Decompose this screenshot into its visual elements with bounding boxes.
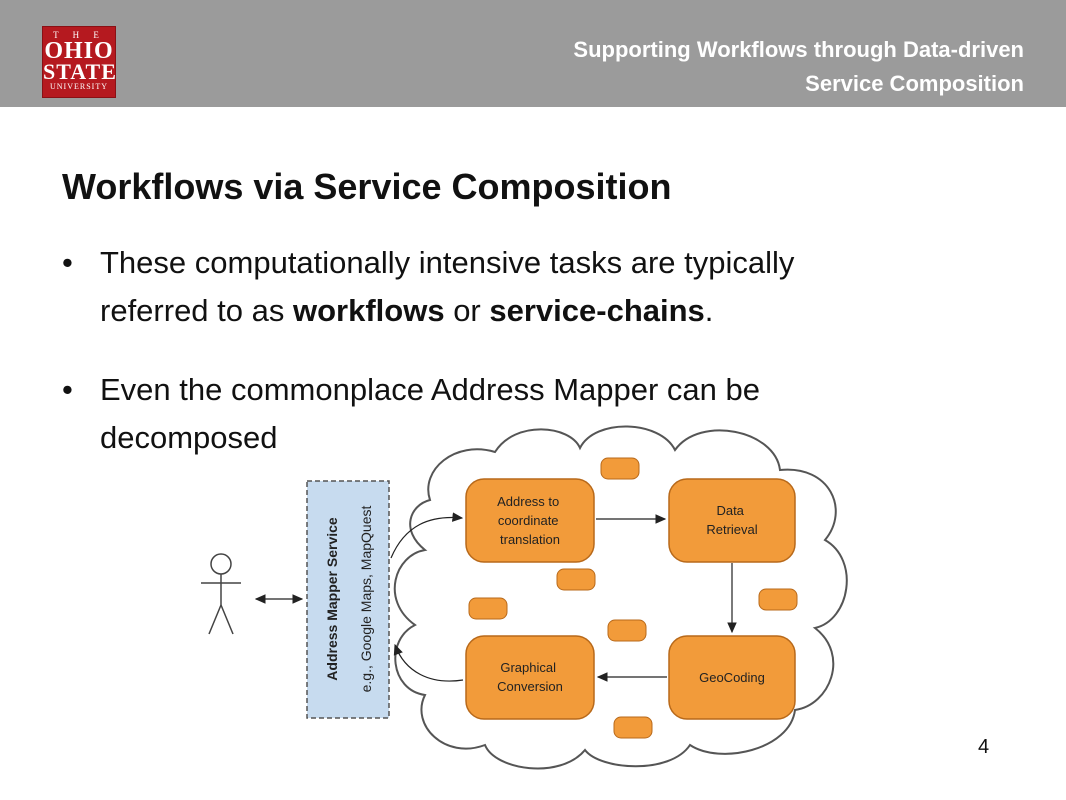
node-data-retrieval	[668, 478, 796, 563]
bullet1-text-e: .	[704, 293, 714, 328]
user-stick-figure-icon	[201, 553, 241, 635]
minor-service-blob	[556, 568, 596, 591]
service-title: Address Mapper Service	[324, 517, 340, 681]
bullet2-line2: decomposed	[100, 420, 278, 455]
bullet1-text-a: referred to as	[100, 293, 293, 328]
minor-service-blob	[607, 619, 647, 642]
bullet1-text-c: or	[444, 293, 490, 328]
logo-line-university: UNIVERSITY	[50, 82, 108, 91]
bullet-text: These computationally intensive tasks ar…	[100, 239, 794, 335]
page-number: 4	[978, 736, 990, 758]
bullet1-line1: These computationally intensive tasks ar…	[100, 245, 795, 280]
logo-line-the: T H E	[53, 30, 105, 40]
arrow-service-to-address	[390, 512, 464, 559]
node-address-translation	[465, 478, 595, 563]
university-logo: T H E OHIO STATE UNIVERSITY	[42, 26, 116, 98]
bullet2-line1: Even the commonplace Address Mapper can …	[100, 372, 760, 407]
node-graphical-conversion	[465, 635, 595, 720]
arrow-graphical-to-service	[393, 643, 464, 682]
minor-service-blob	[468, 597, 508, 620]
node-geocoding-text: GeoCoding	[699, 670, 765, 685]
minor-service-blob	[758, 588, 798, 611]
node-data-text: Data Retrieval	[706, 503, 757, 537]
bullet1-bold-service-chains: service-chains	[489, 293, 705, 328]
bullet-marker: •	[62, 245, 73, 280]
bullet-text: Even the commonplace Address Mapper can …	[100, 366, 760, 462]
node-graphical-text: Graphical Conversion	[497, 660, 563, 694]
presentation-title-line1: Supporting Workflows through Data-driven	[573, 37, 1024, 62]
presentation-title-line2: Service Composition	[805, 71, 1024, 96]
node-geocoding	[668, 635, 796, 720]
logo-line-ohio: OHIO	[44, 38, 114, 64]
address-mapper-service-box	[306, 480, 390, 719]
minor-service-blob	[613, 716, 653, 739]
bullet1-bold-workflows: workflows	[292, 293, 445, 328]
logo-line-state: STATE	[43, 59, 117, 84]
header-bar: T H E OHIO STATE UNIVERSITY Supporting W…	[0, 0, 1066, 107]
node-address-text: Address to coordinate translation	[497, 494, 563, 547]
slide-title: Workflows via Service Composition	[62, 166, 672, 207]
presentation-title: Supporting Workflows through Data-driven…	[573, 33, 1024, 101]
bullet1-line2: referred to as workflows or service-chai…	[100, 287, 794, 335]
service-subtitle: e.g., Google Maps, MapQuest	[358, 506, 374, 693]
minor-service-blob	[600, 457, 640, 480]
bullet-marker: •	[62, 372, 73, 407]
